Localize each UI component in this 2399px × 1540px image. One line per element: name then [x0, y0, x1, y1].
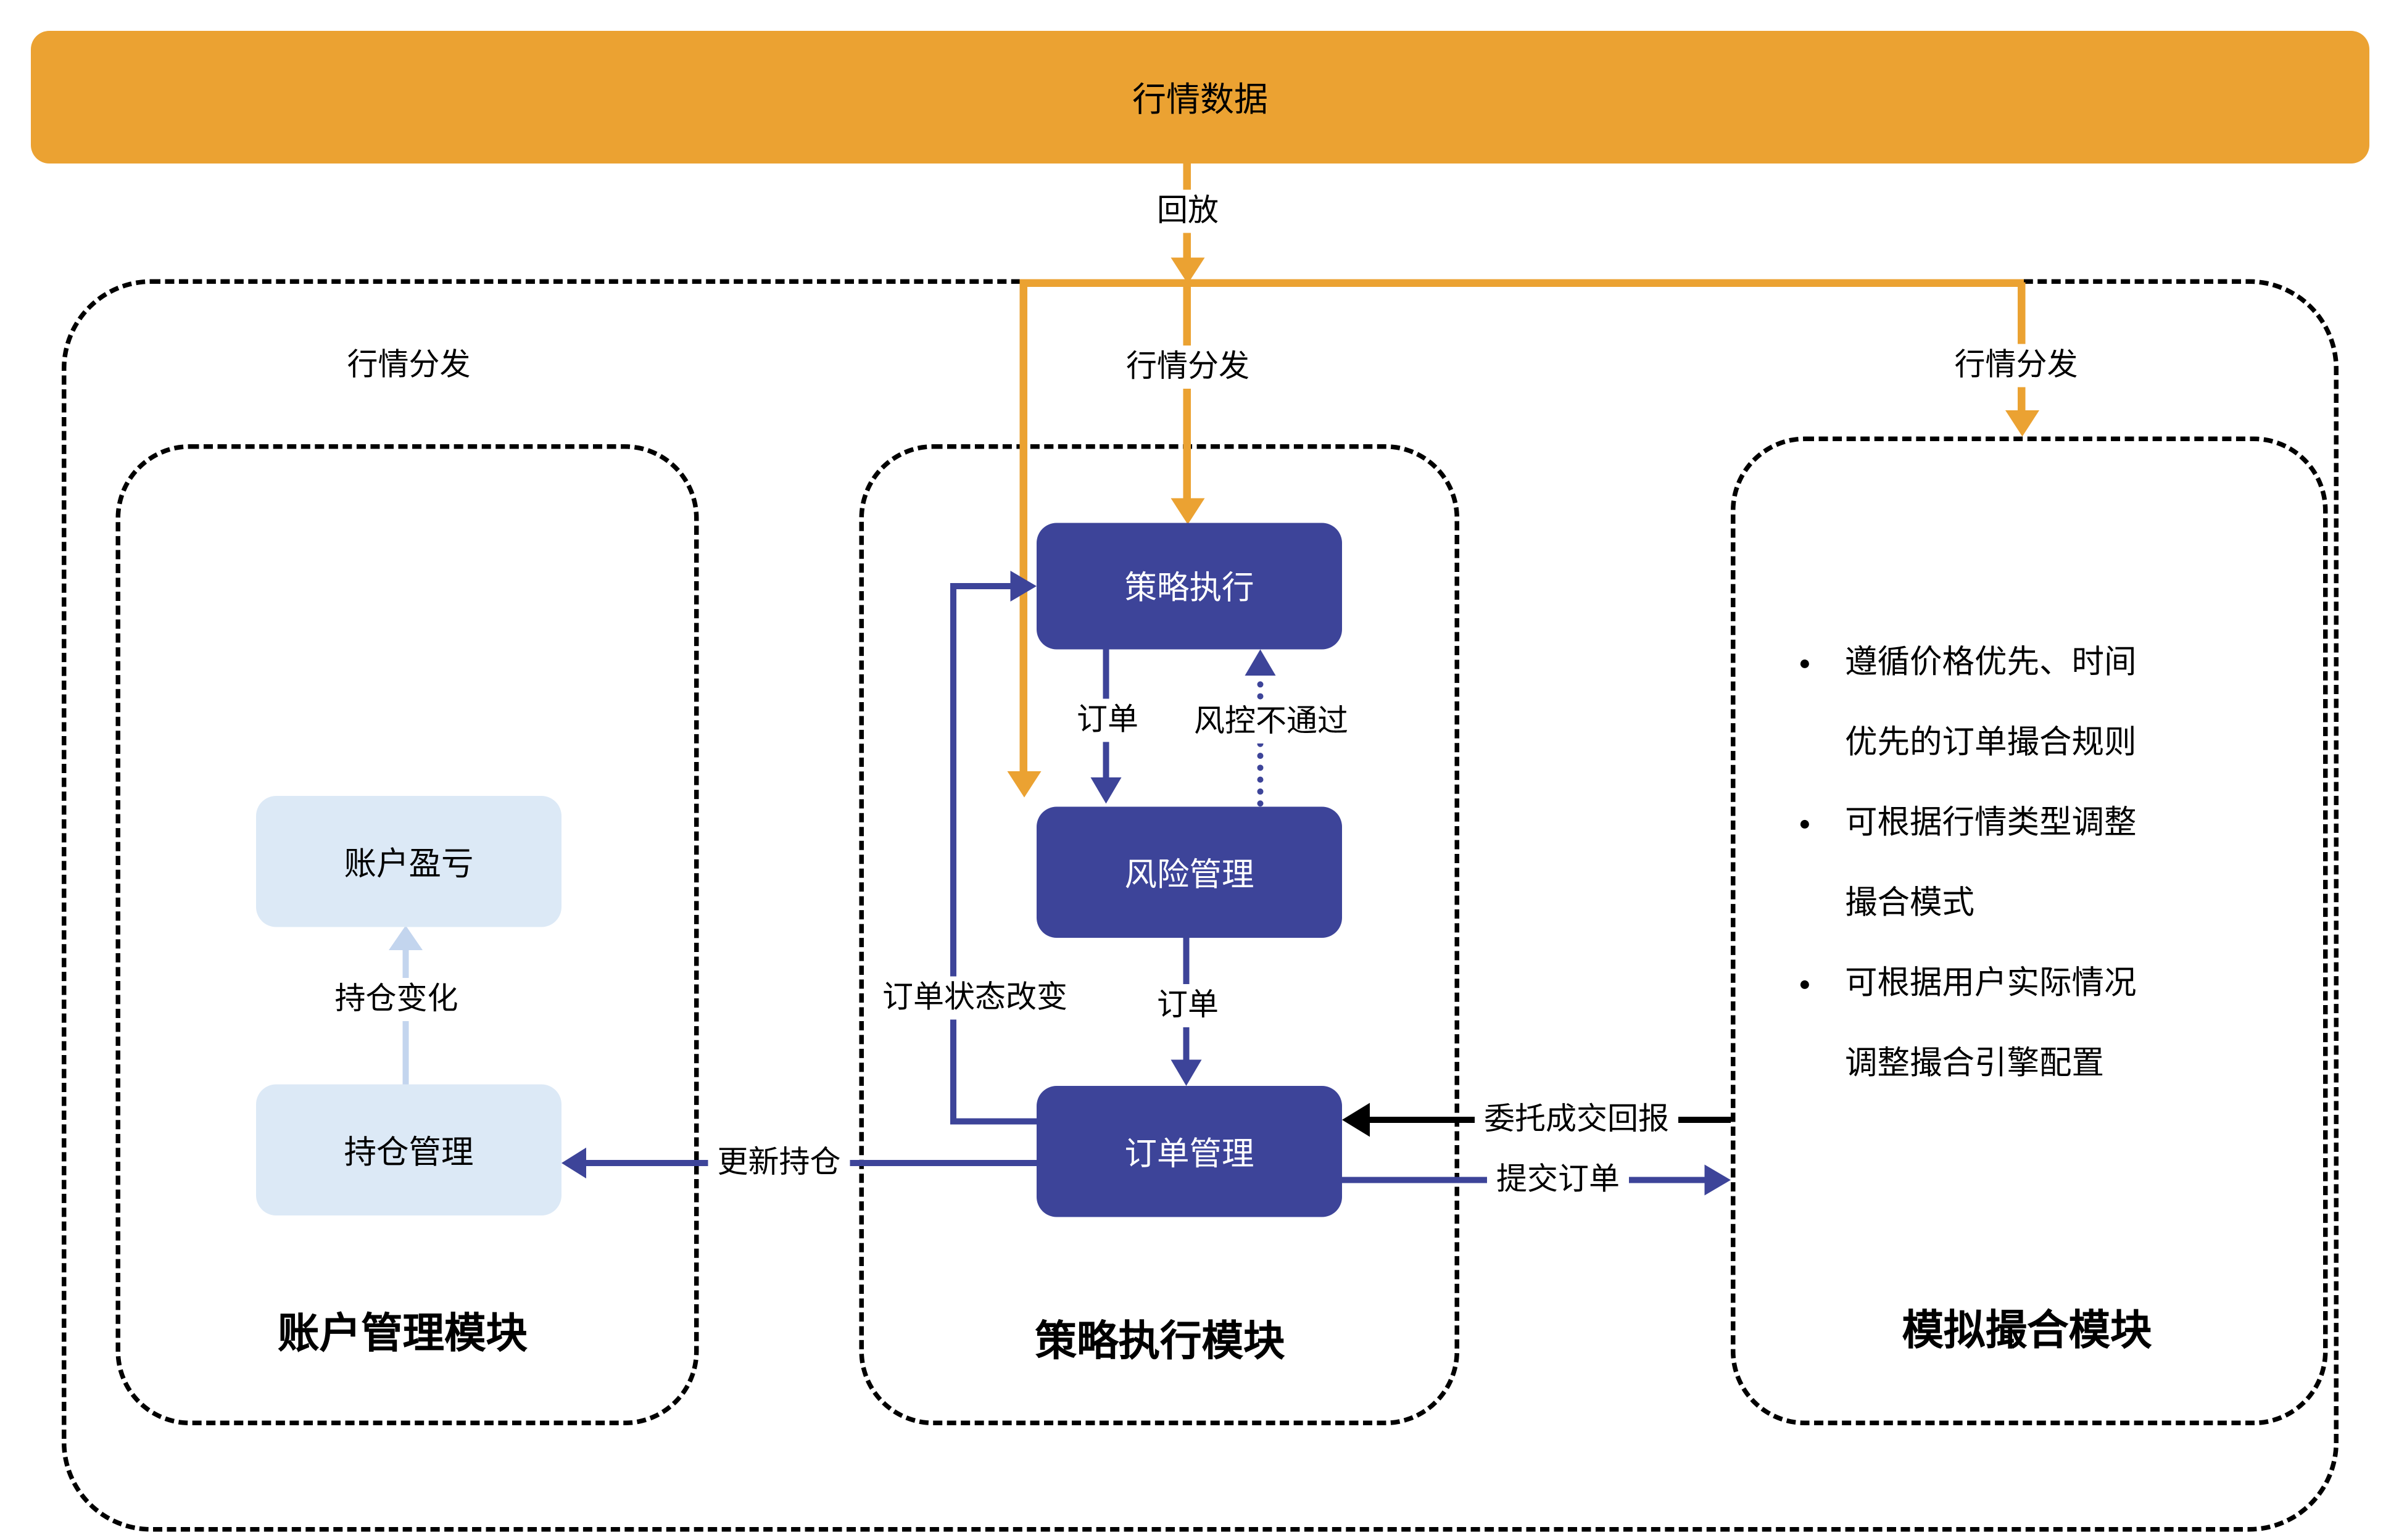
submit-order-label: 提交订单	[1487, 1158, 1629, 1202]
market-data-banner: 行情数据	[31, 31, 2369, 164]
position-mgmt-node: 持仓管理	[256, 1084, 561, 1215]
risk-reject-label: 风控不通过	[1185, 700, 1357, 743]
distribute-left-arrowhead-icon	[1007, 771, 1042, 798]
list-item: ● 可根据用户实际情况 调整撮合引擎配置	[1792, 944, 2286, 1104]
distribute-left-line	[1019, 282, 1027, 787]
order-status-arrowhead-icon	[1010, 571, 1037, 602]
account-module-title: 账户管理模块	[278, 1310, 528, 1357]
order2-arrowhead-icon	[1170, 1059, 1202, 1086]
strategy-module-title: 策略执行模块	[1035, 1318, 1285, 1365]
rule-1-line-1: 遵循价格优先、时间	[1845, 645, 2137, 681]
strategy-exec-node: 策略执行	[1037, 523, 1342, 650]
risk-reject-arrowhead-icon	[1245, 649, 1276, 676]
account-module-box	[115, 444, 699, 1425]
market-data-label: 行情数据	[1132, 80, 1268, 119]
distribution-bus-line	[1019, 279, 2024, 287]
rule-3-line-2: 调整撮合引擎配置	[1845, 1046, 2104, 1082]
position-change-label: 持仓变化	[325, 978, 468, 1021]
rule-2-line-2: 撮合模式	[1845, 885, 1974, 921]
distribute-middle-arrowhead-icon	[1170, 498, 1205, 524]
order2-label: 订单	[1148, 984, 1228, 1027]
account-pnl-node: 账户盈亏	[256, 796, 561, 927]
submit-order-arrowhead-icon	[1704, 1164, 1731, 1196]
rule-3-line-1: 可根据用户实际情况	[1845, 966, 2137, 1001]
list-item: ● 遵循价格优先、时间 优先的订单撮合规则	[1792, 623, 2286, 784]
trade-report-label: 委托成交回报	[1475, 1098, 1678, 1141]
rule-1-line-2: 优先的订单撮合规则	[1845, 725, 2137, 761]
order-status-line-vertical	[950, 583, 956, 1125]
distribute-right-arrowhead-icon	[2005, 410, 2039, 437]
order-mgmt-label: 订单管理	[1124, 1136, 1254, 1172]
distribute-middle-label: 行情分发	[1117, 346, 1259, 389]
bullet-icon: ●	[1799, 651, 1811, 674]
risk-mgmt-label: 风险管理	[1124, 856, 1254, 893]
matching-rules-list: ● 遵循价格优先、时间 优先的订单撮合规则 ● 可根据行情类型调整 撮合模式 ●…	[1792, 623, 2286, 1104]
strategy-module-box	[859, 444, 1459, 1425]
bullet-icon: ●	[1799, 972, 1811, 995]
distribute-middle-line	[1183, 287, 1191, 514]
order1-arrowhead-icon	[1090, 777, 1122, 804]
risk-mgmt-node: 风险管理	[1037, 806, 1342, 938]
order-status-line-bottom	[950, 1118, 1037, 1125]
rule-2-line-1: 可根据行情类型调整	[1845, 805, 2137, 841]
order-mgmt-node: 订单管理	[1037, 1086, 1342, 1217]
strategy-exec-label: 策略执行	[1124, 571, 1254, 606]
order1-label: 订单	[1067, 698, 1148, 742]
list-item: ● 可根据行情类型调整 撮合模式	[1792, 784, 2286, 944]
matching-module-title: 模拟撮合模块	[1902, 1307, 2152, 1354]
playback-label: 回放	[1148, 189, 1228, 233]
update-position-arrowhead-icon	[561, 1148, 586, 1178]
update-position-label: 更新持仓	[708, 1141, 850, 1185]
position-mgmt-label: 持仓管理	[344, 1134, 474, 1170]
distribute-right-label: 行情分发	[1945, 344, 2087, 387]
position-change-arrowhead-icon	[389, 925, 423, 950]
matching-module-box	[1731, 436, 2328, 1425]
trade-report-arrowhead-icon	[1342, 1103, 1370, 1137]
account-pnl-label: 账户盈亏	[344, 846, 474, 882]
order-status-label: 订单状态改变	[873, 976, 1077, 1020]
order-status-line-top	[950, 583, 1011, 589]
distribute-left-label: 行情分发	[338, 344, 480, 387]
bullet-icon: ●	[1799, 811, 1811, 835]
